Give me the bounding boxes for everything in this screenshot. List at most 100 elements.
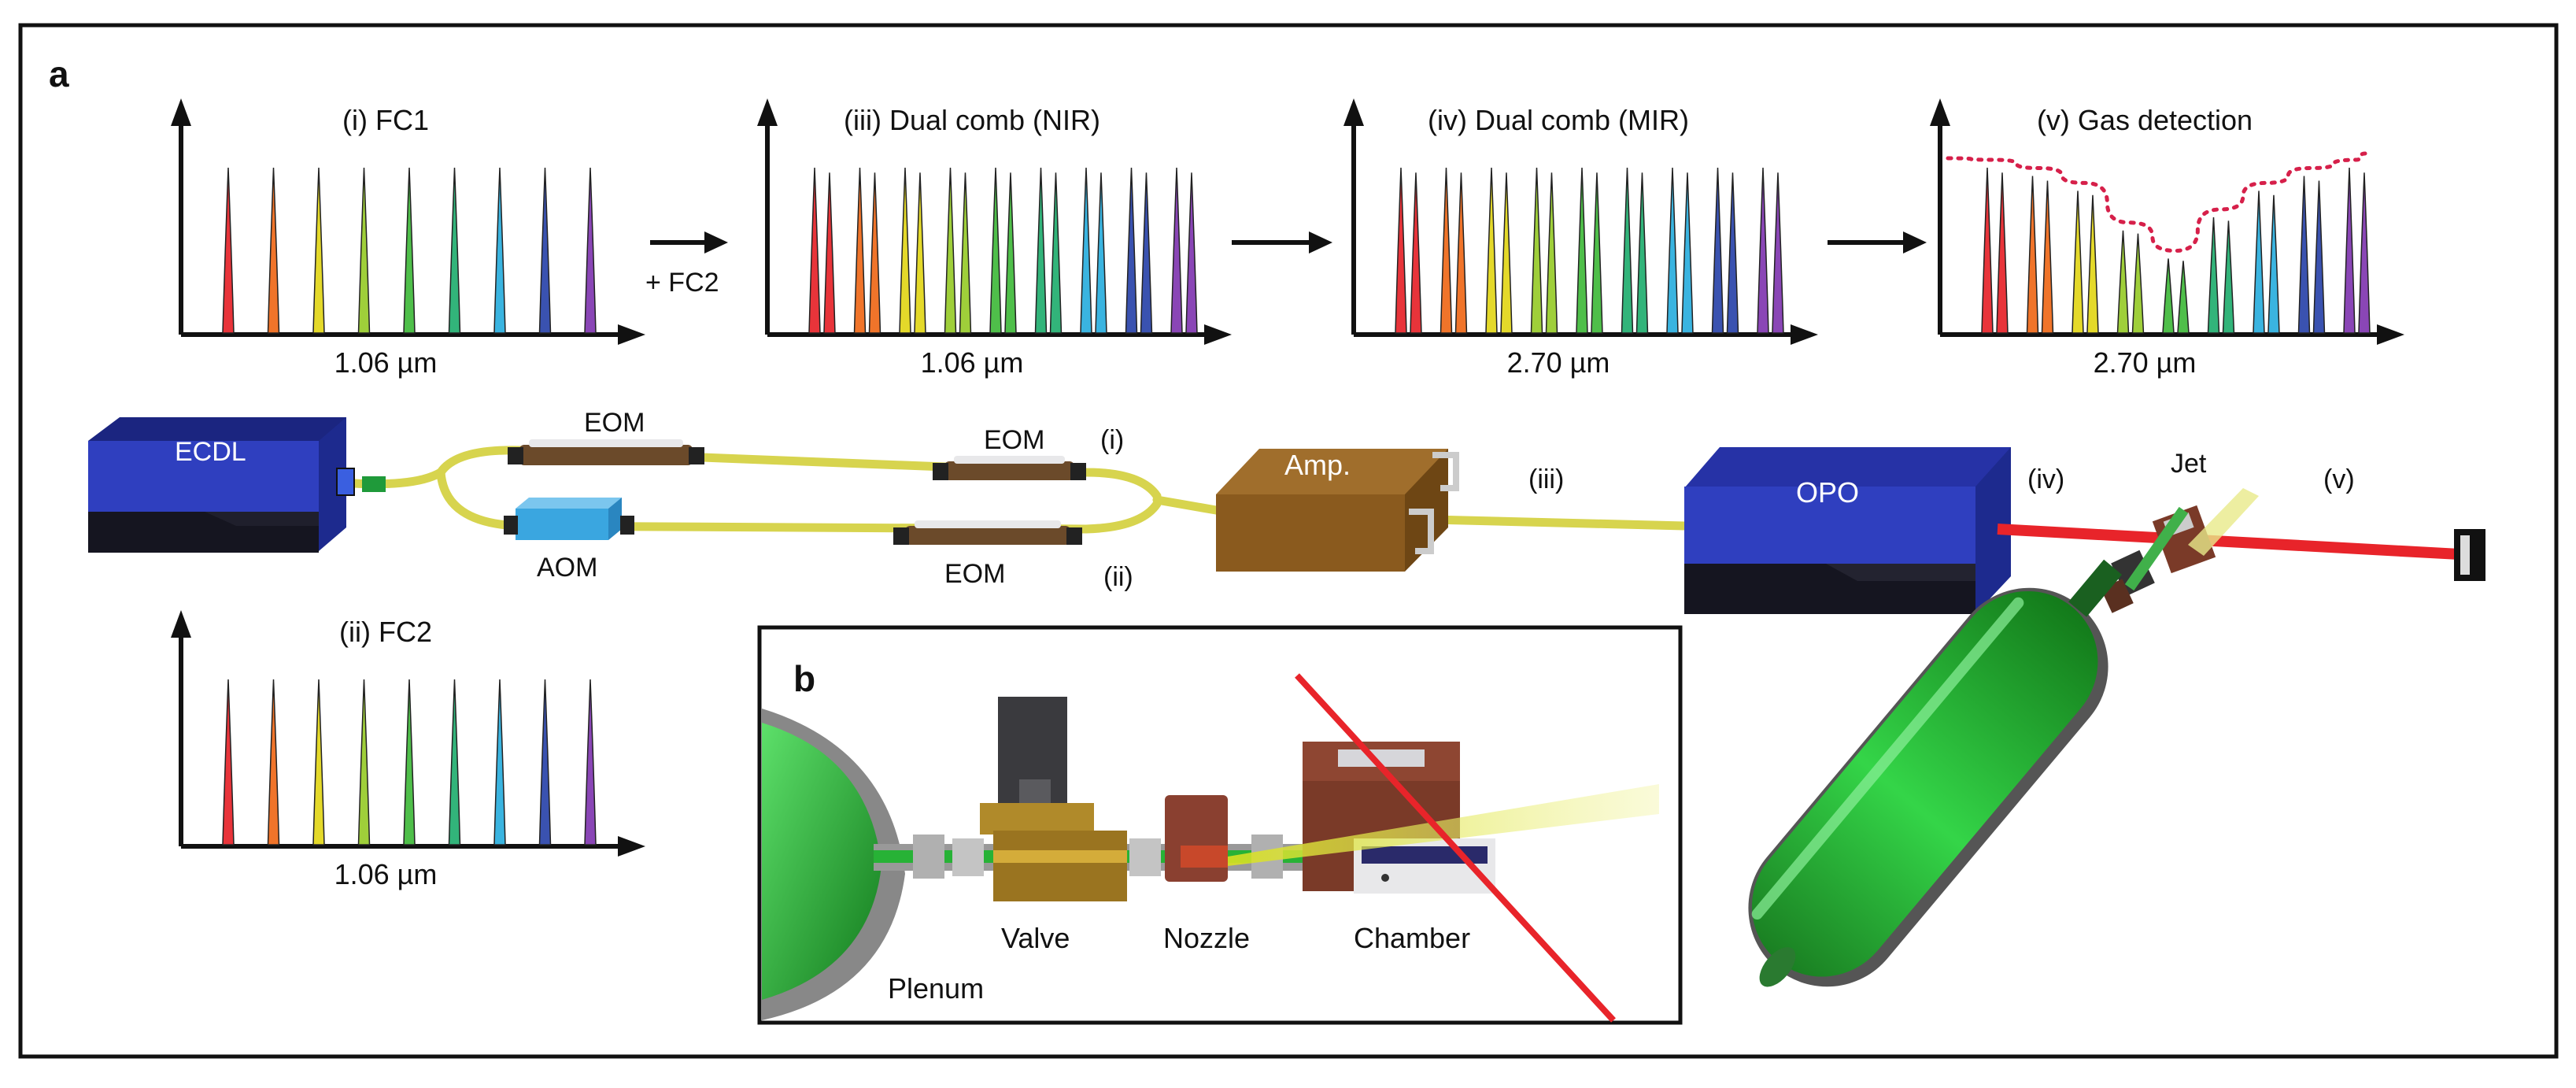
- comb-line: [312, 167, 325, 334]
- gas-bottle: [1748, 559, 2123, 987]
- spectrum-xlabel: 1.06 µm: [334, 346, 438, 379]
- path-label-ii: (ii): [1103, 562, 1133, 592]
- comb-line: [1170, 167, 1183, 334]
- comb-line: [2072, 191, 2084, 334]
- comb-line-secondary: [1545, 172, 1558, 334]
- comb-line-secondary: [1500, 172, 1513, 334]
- valve-label: Valve: [1001, 922, 1070, 954]
- comb-line: [538, 167, 552, 334]
- eom-top-left-label: EOM: [584, 408, 645, 438]
- comb-line-secondary: [2086, 194, 2099, 334]
- panel-label-a: a: [49, 54, 69, 94]
- comb-line: [2253, 191, 2265, 334]
- fiber-upper-arm: [436, 446, 1162, 501]
- x-axis-arrow: [618, 324, 645, 345]
- comb-line: [222, 167, 235, 334]
- comb-line-secondary: [2358, 172, 2371, 334]
- y-axis-arrow: [757, 98, 778, 126]
- arrow-head-3: [1903, 231, 1927, 253]
- comb-line-secondary: [2267, 194, 2280, 334]
- beam-detector: [2454, 529, 2485, 581]
- eom-bottom: EOM: [893, 520, 1082, 589]
- comb-line-secondary: [1410, 172, 1422, 334]
- outer-frame: [18, 23, 2559, 1059]
- spectrum-xlabel: 1.06 µm: [921, 346, 1024, 379]
- comb-line: [2026, 176, 2039, 334]
- comb-line: [1034, 167, 1048, 334]
- comb-line-secondary: [2131, 233, 2145, 334]
- arrow-head-2: [1309, 231, 1332, 253]
- opo-label: OPO: [1796, 476, 1859, 509]
- comb-line: [1080, 167, 1092, 334]
- nozzle-label: Nozzle: [1163, 922, 1250, 954]
- comb-line-secondary: [2041, 180, 2054, 334]
- arrow-head-1: [704, 231, 728, 253]
- comb-line: [584, 167, 597, 334]
- comb-line: [944, 167, 957, 334]
- spectrum-nir: (iii) Dual comb (NIR) 1.06 µm: [757, 98, 1232, 379]
- aom-device: AOM: [504, 498, 634, 583]
- laser-beam: [1997, 524, 2460, 560]
- comb-line-secondary: [959, 172, 972, 334]
- fc2-arrow-label: + FC2: [645, 268, 719, 298]
- comb-line-secondary: [823, 172, 836, 334]
- spectrum-mir: (iv) Dual comb (MIR)2.70 µm: [1343, 98, 1818, 379]
- comb-line: [493, 679, 506, 846]
- y-axis-arrow: [171, 98, 191, 126]
- comb-line: [357, 679, 371, 846]
- comb-line-secondary: [2177, 261, 2190, 334]
- x-axis-arrow: [618, 836, 645, 857]
- absorption-envelope: [1946, 151, 2367, 253]
- aom-label: AOM: [537, 553, 597, 583]
- amp-label: Amp.: [1284, 449, 1351, 481]
- ecdl-label: ECDL: [175, 437, 246, 467]
- y-axis-arrow: [171, 610, 191, 638]
- comb-line: [2116, 230, 2130, 334]
- comb-line: [1666, 167, 1679, 334]
- inset-b: b Valve Nozzle Cham: [757, 625, 1683, 1025]
- comb-line: [493, 167, 506, 334]
- comb-line-secondary: [1095, 172, 1107, 334]
- comb-line: [853, 167, 867, 334]
- comb-line-secondary: [914, 172, 926, 334]
- fiber-amp-to-opo: [1428, 515, 1689, 531]
- comb-line: [2343, 167, 2356, 334]
- amplifier-device: Amp.: [1216, 449, 1459, 572]
- comb-line-secondary: [1140, 172, 1153, 334]
- spectrum-xlabel: 2.70 µm: [2094, 346, 2197, 379]
- spectrum-title: (iii) Dual comb (NIR): [844, 104, 1100, 136]
- comb-line-secondary: [1454, 172, 1468, 334]
- comb-line-secondary: [2312, 180, 2326, 334]
- comb-line-secondary: [1591, 172, 1603, 334]
- comb-line-secondary: [1004, 172, 1017, 334]
- comb-line: [1530, 167, 1543, 334]
- path-label-v: (v): [2323, 464, 2355, 494]
- path-label-iii: (iii): [1528, 464, 1564, 494]
- connector: [362, 476, 386, 492]
- comb-line: [267, 167, 280, 334]
- comb-line-secondary: [2222, 220, 2235, 334]
- comb-line: [808, 167, 821, 334]
- comb-line: [1981, 167, 1994, 334]
- comb-line-secondary: [1726, 172, 1739, 334]
- spectrum-title: (iv) Dual comb (MIR): [1428, 104, 1689, 136]
- y-axis-arrow: [1343, 98, 1364, 126]
- jet-assembly: Jet: [2101, 449, 2259, 613]
- comb-line: [1395, 167, 1407, 334]
- comb-line: [538, 679, 552, 846]
- x-axis-arrow: [2377, 324, 2404, 345]
- comb-line: [1757, 167, 1769, 334]
- comb-line-secondary: [1772, 172, 1784, 334]
- comb-line-secondary: [1185, 172, 1198, 334]
- chamber-label: Chamber: [1354, 922, 1470, 954]
- comb-line: [899, 167, 911, 334]
- comb-line: [1711, 167, 1724, 334]
- comb-line: [357, 167, 371, 334]
- y-axis-arrow: [1930, 98, 1950, 126]
